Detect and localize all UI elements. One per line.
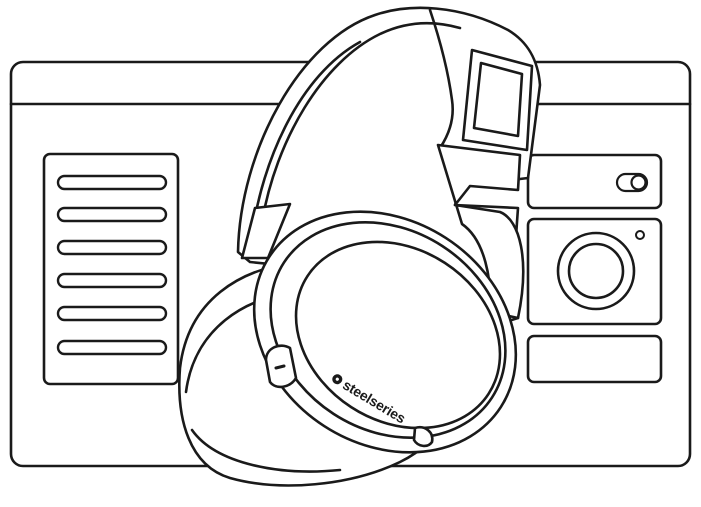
headband-slider-inner (472, 61, 524, 138)
slot-4 (56, 272, 168, 289)
ear-cushion-rim-2 (190, 428, 342, 473)
earcup-button (412, 426, 434, 448)
headset: steelseries (178, 6, 542, 487)
volume-knob-inner (567, 242, 625, 300)
status-led-icon (635, 230, 645, 240)
steelseries-logo-icon (332, 374, 343, 385)
slot-3 (56, 239, 168, 256)
microphone-slot (274, 364, 286, 370)
headband-strap-line (428, 8, 454, 150)
slot-1 (56, 174, 168, 191)
bottom-right-panel (526, 334, 663, 384)
toggle-switch-icon (615, 172, 649, 193)
slot-list (56, 174, 168, 356)
earcup-plate (294, 240, 502, 430)
slot-6 (56, 339, 168, 356)
slot-2 (56, 206, 168, 223)
earcup-shell-ring (269, 221, 507, 439)
toggle-panel (526, 153, 663, 210)
yoke-arm (436, 143, 525, 320)
headband-inner-edge (260, 21, 462, 224)
slot-5 (56, 305, 168, 322)
headband-slider (461, 48, 534, 152)
